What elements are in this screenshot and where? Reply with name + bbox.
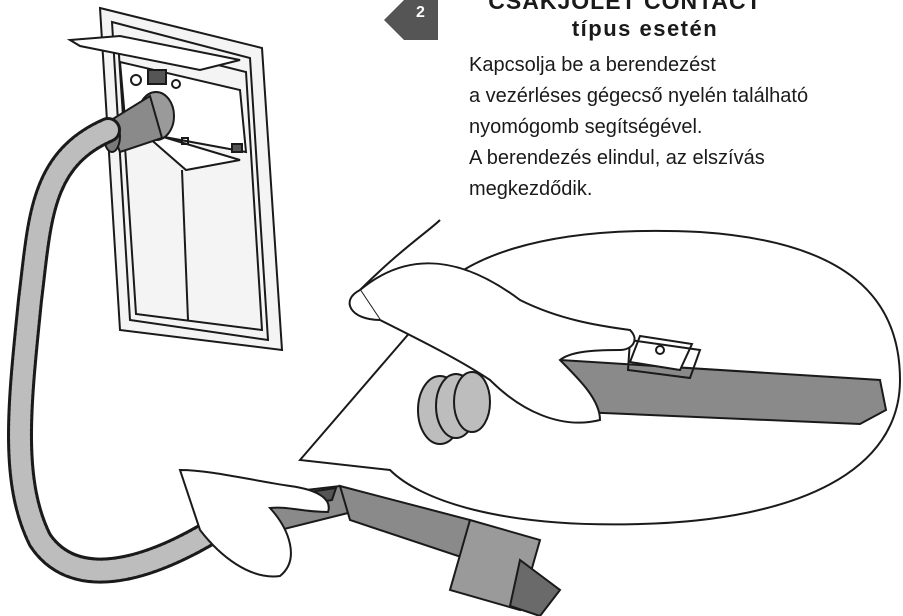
instruction-line: megkezdődik. [469, 174, 899, 205]
wall-socket-panel [70, 8, 282, 350]
instruction-line: nyomógomb segítségével. [469, 112, 899, 143]
instruction-text: Kapcsolja be a berendezést a vezérléses … [469, 50, 899, 205]
step-badge [384, 0, 438, 40]
brush-nozzle [450, 520, 560, 616]
heading-line-1: CSAKJÓLET CONTACT [460, 0, 790, 15]
step-number: 2 [416, 4, 425, 22]
instruction-line: a vezérléses gégecső nyelén található [469, 81, 899, 112]
instruction-line: A berendezés elindul, az elszívás [469, 143, 899, 174]
heading-line-2: típus esetén [460, 15, 790, 43]
instruction-line: Kapcsolja be a berendezést [469, 50, 899, 81]
section-heading: CSAKJÓLET CONTACT típus esetén [460, 0, 790, 43]
step-badge-shape [384, 0, 438, 40]
